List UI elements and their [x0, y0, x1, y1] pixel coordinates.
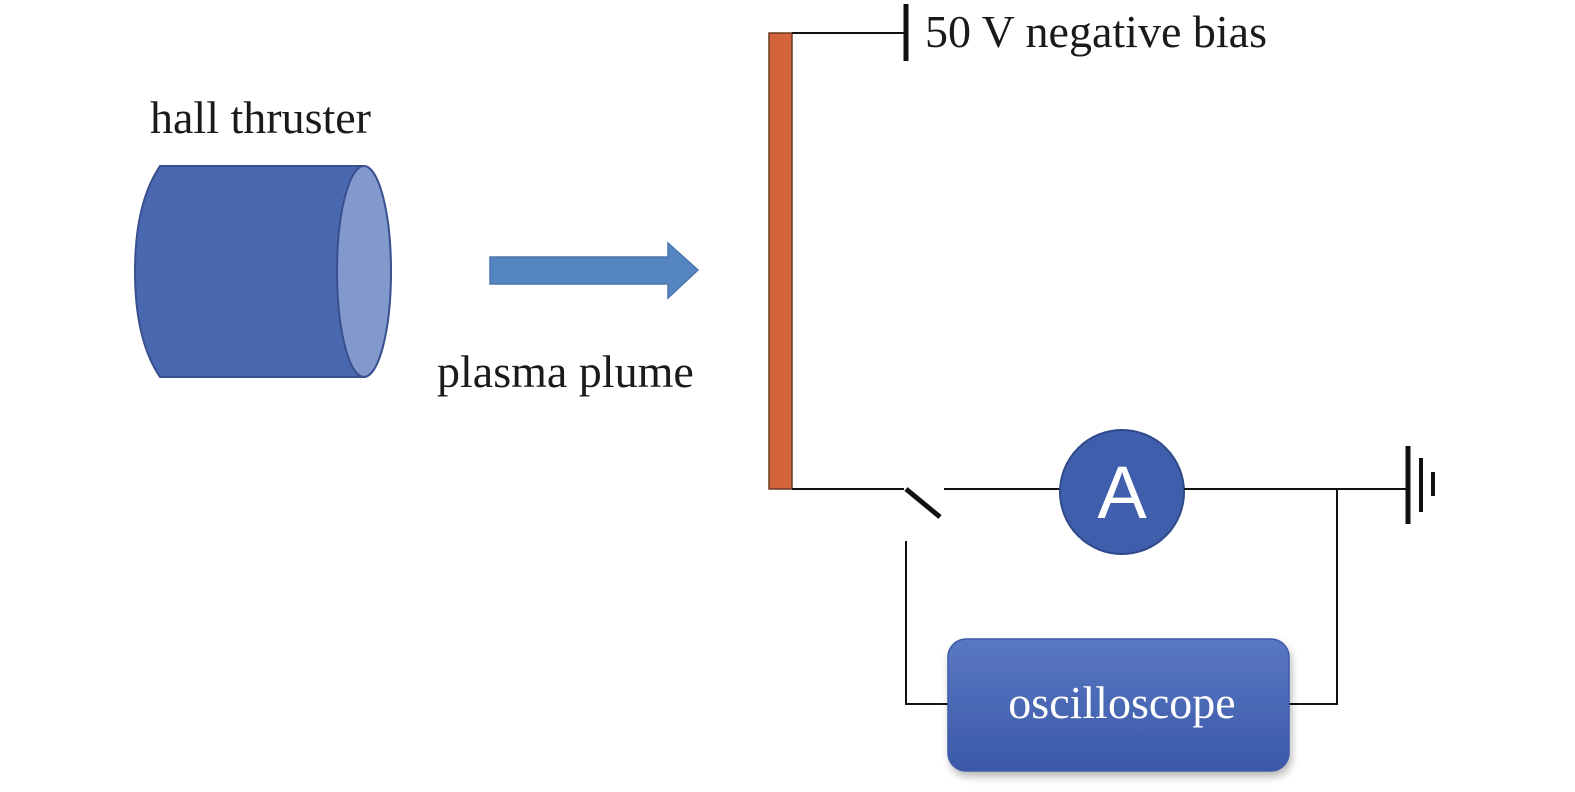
bias-label: 50 V negative bias — [925, 6, 1267, 57]
plasma-plume-label: plasma plume — [437, 346, 694, 397]
ammeter-circle — [1059, 429, 1185, 555]
hall-thruster — [133, 165, 392, 378]
oscilloscope-box — [947, 638, 1290, 772]
oscilloscope-label: oscilloscope — [1008, 677, 1235, 728]
ammeter-label: A — [1097, 451, 1147, 534]
oscilloscope-left-wire — [905, 541, 948, 705]
thruster-body — [133, 165, 365, 378]
ground-symbol — [1405, 446, 1435, 524]
collector-plate — [768, 32, 793, 490]
plasma-plume-arrow — [489, 241, 700, 300]
switch-blade — [904, 487, 942, 519]
oscilloscope: oscilloscope — [947, 638, 1290, 772]
thruster-face — [336, 165, 392, 378]
oscilloscope-right-wire — [1289, 489, 1338, 705]
ammeter: A — [1059, 429, 1185, 555]
hall-thruster-label: hall thruster — [150, 92, 371, 143]
